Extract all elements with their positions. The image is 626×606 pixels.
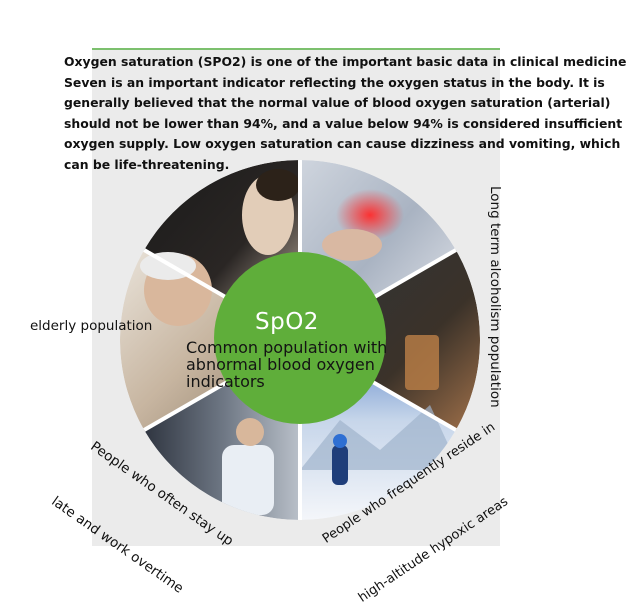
alcohol-glass [405,335,439,390]
climber-helmet [333,434,347,448]
intro-line: Oxygen saturation (SPO2) is one of the i… [64,54,626,69]
intro-line: Seven is an important indicator reflecti… [64,74,605,90]
intro-paragraph: Oxygen saturation (SPO2) is one of the i… [64,52,626,176]
intro-line: oxygen supply. Low oxygen saturation can… [64,136,621,152]
label-elderly: elderly population [30,318,153,334]
chest-hand [322,229,382,261]
intro-line: can be life-threatening. [64,156,230,172]
office-person [222,445,274,515]
accent-line [92,48,500,50]
center-description: Common population with abnormal blood ox… [186,338,388,391]
office-head [236,418,264,446]
population-wheel [120,160,480,520]
chest-red-glow [336,189,404,241]
label-alcohol: Long term alcoholism population [487,186,503,408]
cough-hair [256,169,300,201]
intro-line: generally believed that the normal value… [64,95,611,111]
intro-line: should not be lower than 94%, and a valu… [64,115,623,131]
wheel-photos [120,160,480,520]
climber [332,445,348,485]
center-circle [214,252,386,424]
center-title: SpO2 [255,309,319,335]
